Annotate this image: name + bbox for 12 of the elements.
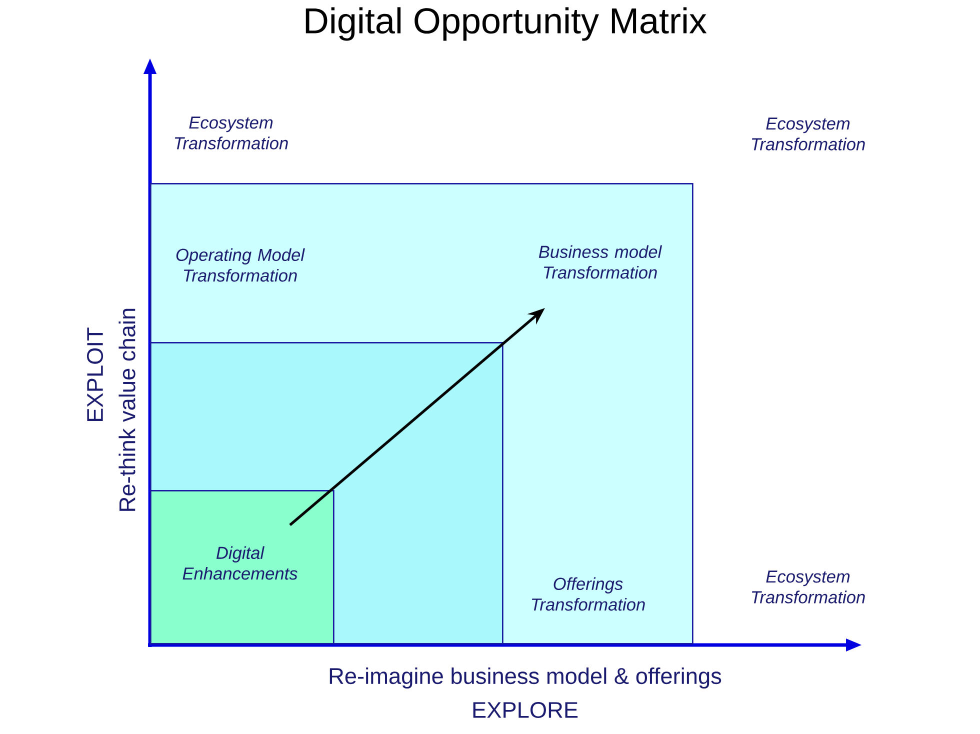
quadrant-label: Business model Transformation (538, 245, 662, 279)
axis-label: EXPLOIT (86, 328, 104, 421)
quadrant-label: Operating Model Transformation (176, 248, 305, 282)
quadrant-label: Ecosystem Transformation (752, 118, 865, 150)
axis-label: Re-imagine business model & offerings (330, 667, 722, 689)
title: Digital Opportunity Matrix (306, 7, 707, 41)
quadrant-label: Offerings Transformation (532, 577, 645, 611)
axis-label: EXPLORE (473, 702, 578, 718)
quadrant-label: Ecosystem Transformation (752, 570, 865, 604)
quadrant-label: Ecosystem Transformation (174, 116, 288, 150)
axis-label: Re-think value chain (118, 308, 136, 511)
quadrant-label: Digital Enhancements (182, 546, 298, 580)
